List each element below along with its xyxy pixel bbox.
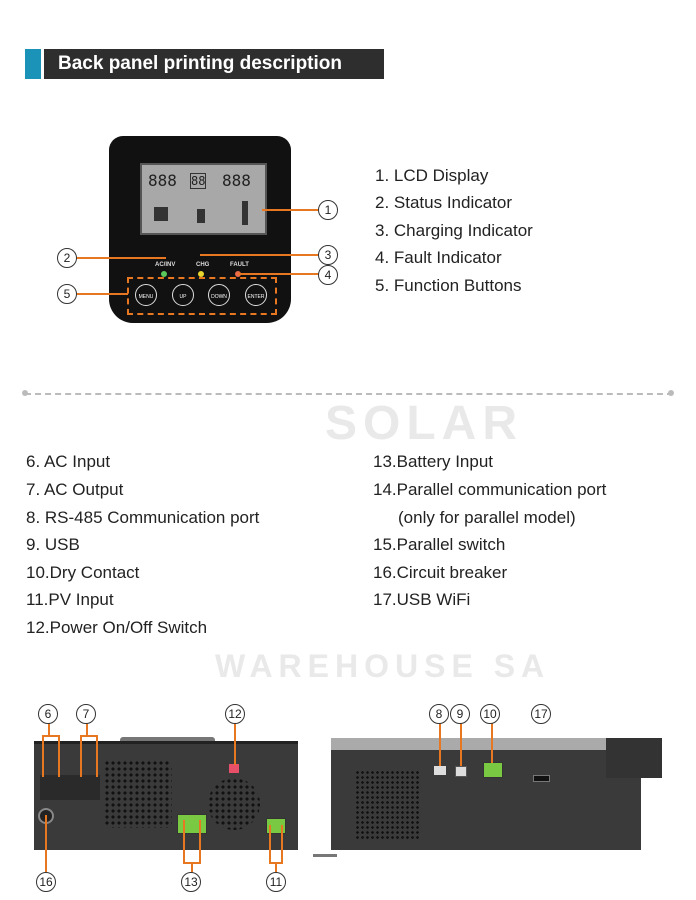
callout-line	[439, 723, 441, 766]
callout-line	[275, 862, 277, 872]
list-item: 10.Dry Contact	[26, 563, 140, 582]
callout-13: 13	[181, 872, 201, 892]
list-item: 5. Function Buttons	[375, 276, 522, 295]
list-item: 2. Status Indicator	[375, 193, 513, 212]
function-buttons-box	[127, 277, 277, 315]
list-item: 9. USB	[26, 535, 80, 554]
callout-bracket	[80, 735, 98, 777]
list-item: 3. Charging Indicator	[375, 221, 533, 240]
enter-button[interactable]: ENTER	[245, 284, 267, 306]
button-label: DOWN	[211, 294, 227, 300]
watermark: WAREHOUSE SA	[215, 648, 551, 684]
indicator-label-acinv: AC/INV	[155, 262, 176, 268]
device-top	[331, 738, 606, 750]
callout-10: 10	[480, 704, 500, 724]
list-item: (only for parallel model)	[398, 508, 576, 527]
callout-5: 5	[57, 284, 77, 304]
battery-icon	[197, 209, 205, 223]
down-button[interactable]: DOWN	[208, 284, 230, 306]
callout-7: 7	[76, 704, 96, 724]
menu-button[interactable]: MENU	[135, 284, 157, 306]
device-side	[606, 738, 662, 778]
callout-bracket	[269, 825, 283, 864]
callout-line	[86, 723, 88, 735]
list-item: 4. Fault Indicator	[375, 248, 502, 267]
lcd-digits: 888	[222, 171, 251, 190]
vent-grill	[355, 770, 421, 840]
divider	[25, 393, 673, 395]
status-led	[161, 271, 167, 277]
callout-3: 3	[318, 245, 338, 265]
button-label: MENU	[138, 294, 154, 300]
lcd-digits: 888	[148, 171, 177, 190]
lcd-display: 888 88 888	[140, 163, 267, 235]
callout-line	[76, 257, 166, 259]
list-item: 17.USB WiFi	[373, 590, 471, 609]
callout-line	[48, 723, 50, 735]
up-button[interactable]: UP	[172, 284, 194, 306]
watermark: SOLAR	[325, 397, 523, 450]
callout-12: 12	[225, 704, 245, 724]
callout-line	[234, 723, 236, 765]
divider-dot	[668, 390, 674, 396]
callout-2: 2	[57, 248, 77, 268]
callout-bracket	[42, 735, 60, 777]
list-item: 13.Battery Input	[373, 452, 494, 471]
rs485-port[interactable]	[434, 766, 446, 775]
callout-line	[460, 723, 462, 766]
fan-grill	[208, 778, 260, 830]
callout-line	[76, 293, 128, 295]
indicator-label-fault: FAULT	[230, 262, 249, 268]
callout-1: 1	[318, 200, 338, 220]
dry-contact-terminal	[483, 762, 503, 778]
callout-11: 11	[266, 872, 286, 892]
list-item: 1. LCD Display	[375, 166, 489, 185]
callout-line	[45, 815, 47, 872]
load-icon	[242, 201, 248, 225]
callout-bracket	[183, 820, 201, 864]
header-accent	[25, 49, 41, 79]
device-top	[120, 737, 215, 742]
button-label: ENTER	[247, 294, 265, 300]
list-item: 8. RS-485 Communication port	[26, 508, 260, 527]
list-item: 14.Parallel communication port	[373, 480, 607, 499]
callout-line	[200, 254, 320, 256]
list-item: 11.PV Input	[26, 590, 114, 609]
lcd-digits: 88	[190, 173, 207, 189]
charging-led	[198, 271, 204, 277]
list-item: 16.Circuit breaker	[373, 563, 508, 582]
callout-17: 17	[531, 704, 551, 724]
callout-4: 4	[318, 265, 338, 285]
button-label: UP	[179, 294, 187, 300]
callout-line	[262, 209, 320, 211]
page-title: Back panel printing description	[44, 49, 384, 79]
list-item: 12.Power On/Off Switch	[26, 618, 208, 637]
indicator-label-chg: CHG	[196, 262, 210, 268]
list-item: 6. AC Input	[26, 452, 111, 471]
mounting-bracket	[313, 854, 337, 857]
callout-line	[191, 862, 193, 872]
list-item: 7. AC Output	[26, 480, 124, 499]
usb-wifi-port[interactable]	[533, 775, 550, 782]
fan-grill	[104, 760, 172, 828]
ac-terminal-block	[40, 775, 100, 800]
callout-6: 6	[38, 704, 58, 724]
callout-line	[491, 723, 493, 763]
usb-port[interactable]	[455, 766, 467, 777]
callout-9: 9	[450, 704, 470, 724]
callout-line	[238, 273, 320, 275]
power-switch[interactable]	[229, 764, 239, 773]
list-item: 15.Parallel switch	[373, 535, 506, 554]
callout-16: 16	[36, 872, 56, 892]
solar-panel-icon	[154, 207, 168, 221]
callout-8: 8	[429, 704, 449, 724]
